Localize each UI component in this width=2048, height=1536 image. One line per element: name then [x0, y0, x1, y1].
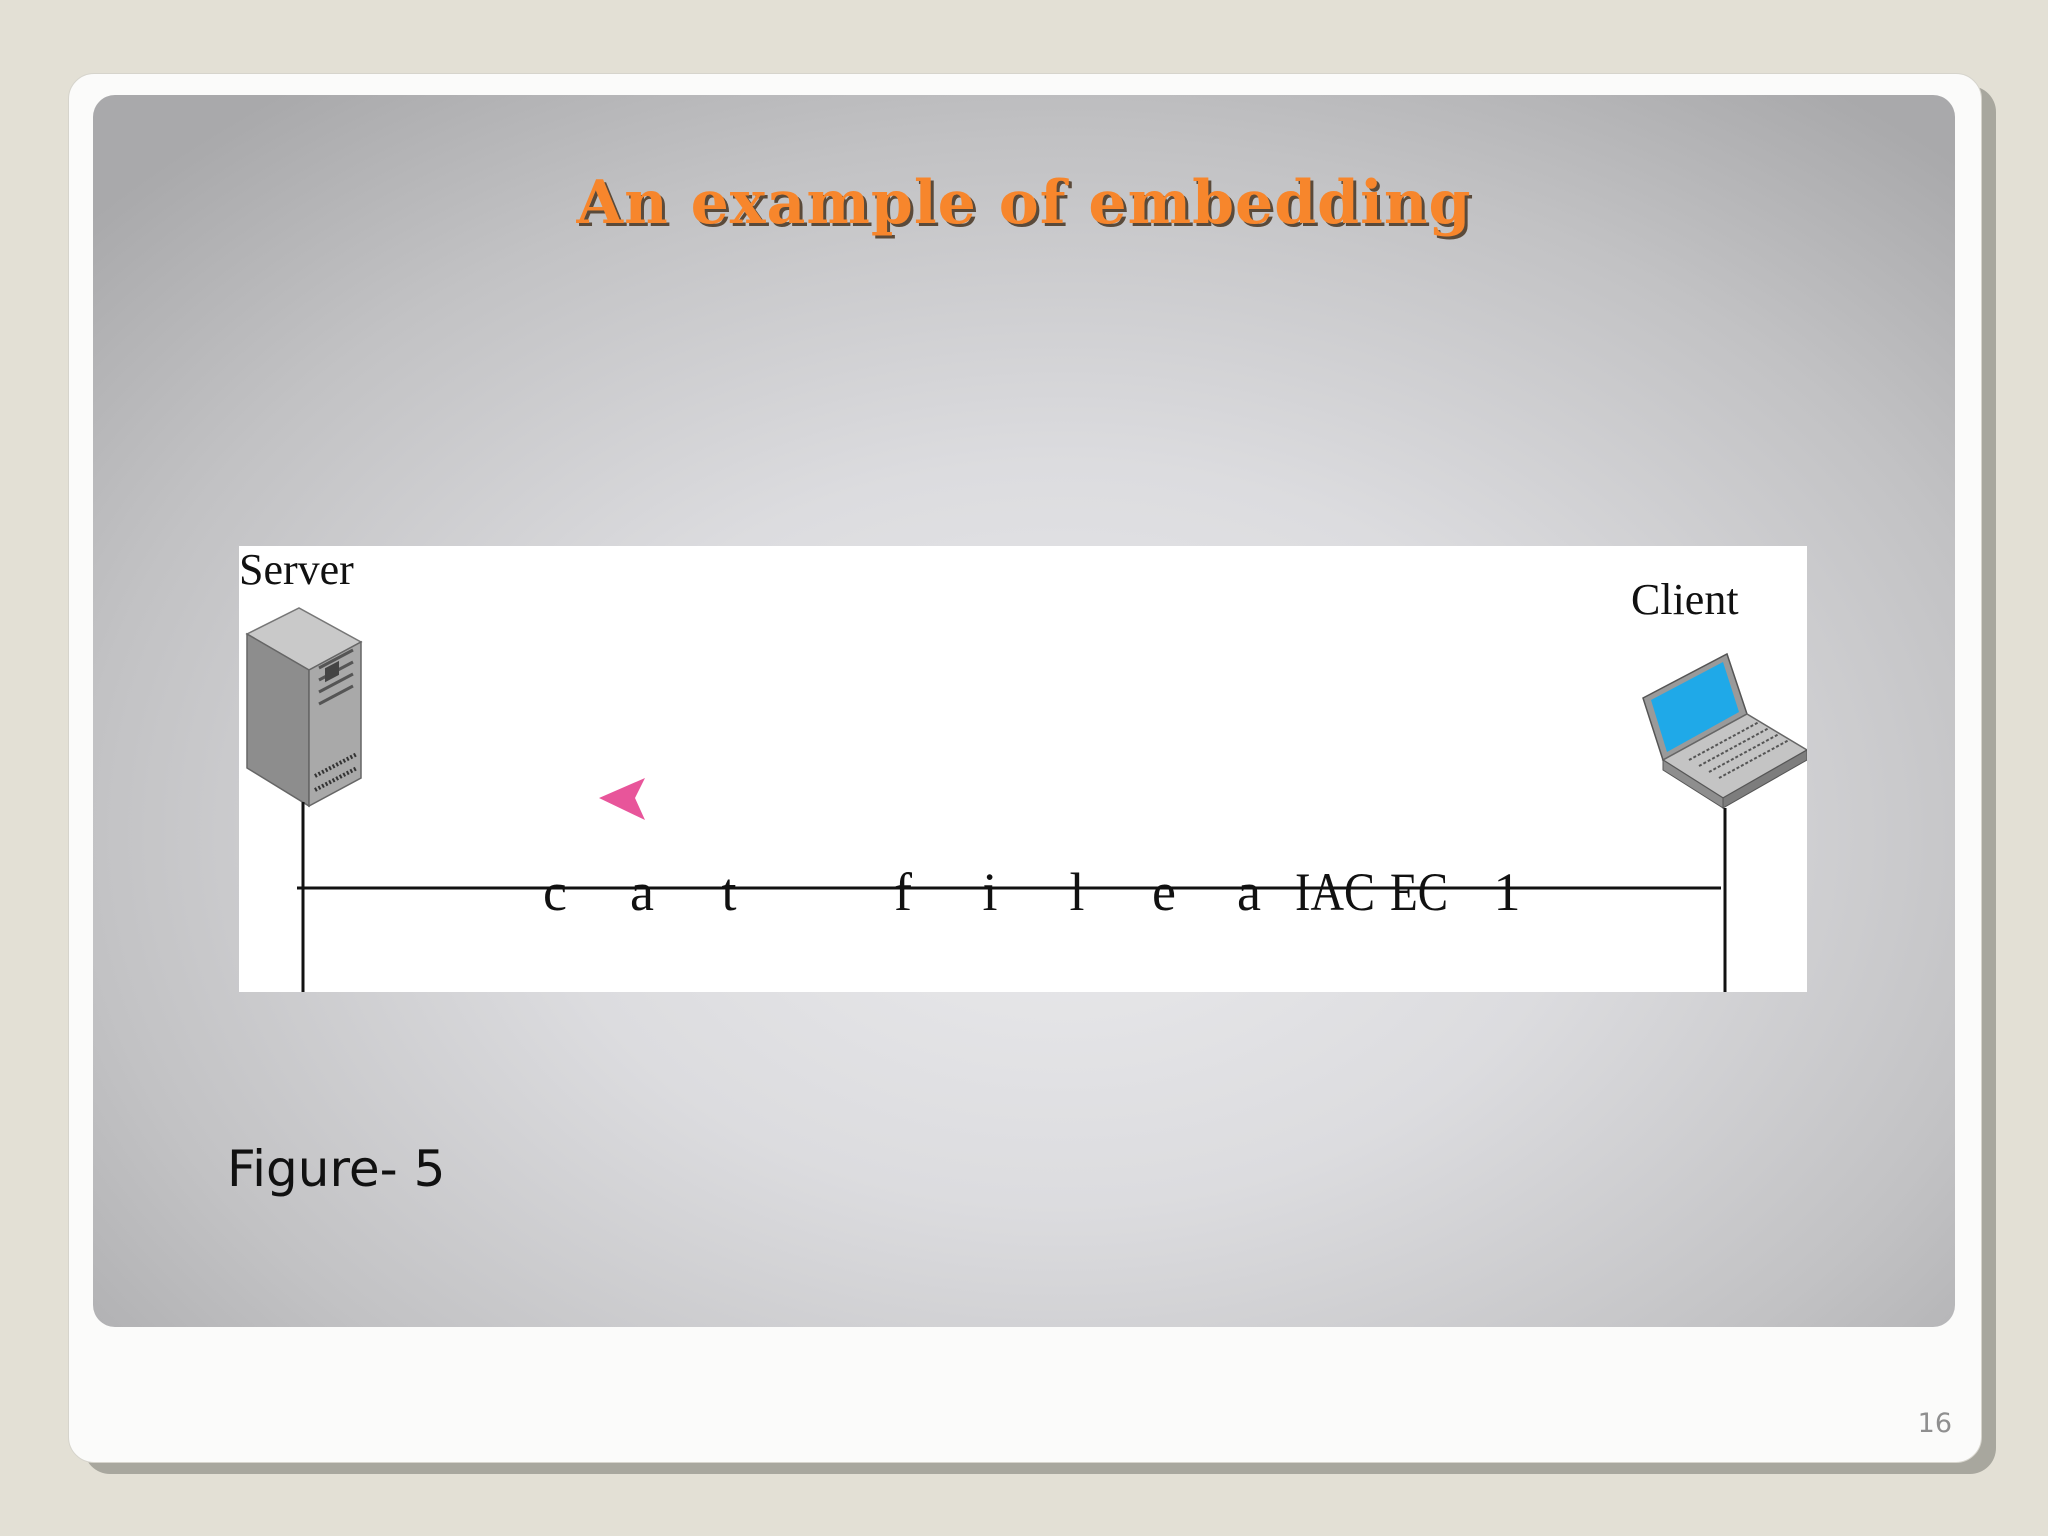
page-number: 16 — [1917, 1408, 1952, 1439]
char-1: 1 — [1494, 862, 1521, 922]
figure-svg: Server Client — [239, 546, 1807, 992]
char-ec: EC — [1390, 862, 1448, 922]
direction-arrow — [599, 778, 645, 820]
char-a: a — [630, 862, 654, 922]
char-e: e — [1152, 862, 1176, 922]
slide-title: An example of embedding — [576, 168, 1472, 238]
figure-caption: Figure- 5 — [227, 1140, 446, 1198]
char-t: t — [721, 862, 736, 922]
server-label: Server — [239, 546, 354, 594]
client-label: Client — [1631, 575, 1739, 624]
char-iac: IAC — [1295, 862, 1375, 922]
server-icon — [245, 607, 363, 808]
char-l: l — [1069, 862, 1084, 922]
char-i: i — [982, 862, 997, 922]
embedding-figure: Server Client — [239, 546, 1807, 992]
char-c: c — [543, 862, 567, 922]
char-a2: a — [1237, 862, 1261, 922]
laptop-icon — [1642, 652, 1807, 809]
char-f: f — [894, 862, 912, 922]
character-sequence: c a t f i l e a IAC EC 1 — [543, 862, 1520, 922]
